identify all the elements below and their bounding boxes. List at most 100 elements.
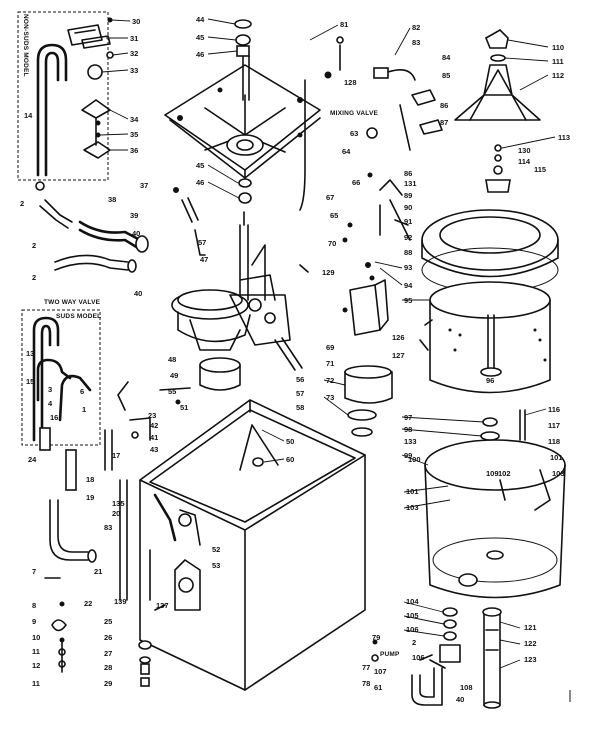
- callout-101a: 101: [550, 453, 563, 462]
- callout-78: 78: [362, 679, 370, 688]
- callout-126: 126: [392, 333, 405, 342]
- callout-26: 26: [104, 633, 112, 642]
- callout-93: 93: [404, 263, 412, 272]
- callout-6: 6: [80, 387, 84, 396]
- callout-117: 117: [548, 421, 560, 430]
- callout-81: 81: [340, 20, 348, 29]
- callout-116: 116: [548, 405, 560, 414]
- callout-61: 61: [374, 683, 382, 692]
- callout-108: 108: [460, 683, 473, 692]
- callout-8: 8: [32, 601, 36, 610]
- callout-139: 139: [114, 597, 127, 606]
- inlet-hoses: [35, 181, 199, 273]
- callout-40b: 40: [134, 289, 142, 298]
- callout-20: 20: [112, 509, 120, 518]
- callout-86b: 86: [404, 169, 412, 178]
- callout-57b: 57: [296, 389, 304, 398]
- callout-51: 51: [180, 403, 188, 412]
- callout-83b: 83: [104, 523, 112, 532]
- callout-40c: 40: [456, 695, 464, 704]
- callout-89: 89: [404, 191, 412, 200]
- callout-104: 104: [406, 597, 419, 606]
- callout-50: 50: [286, 437, 294, 446]
- callout-2c: 2: [32, 273, 36, 282]
- callout-22: 22: [84, 599, 92, 608]
- callout-24: 24: [28, 455, 37, 464]
- callout-33: 33: [130, 66, 138, 75]
- callout-42: 42: [150, 421, 158, 430]
- suds-model-label: SUDS MODEL: [56, 313, 101, 320]
- callout-58: 58: [296, 403, 304, 412]
- callout-32: 32: [130, 49, 138, 58]
- callout-29: 29: [104, 679, 112, 688]
- callout-95: 95: [404, 296, 412, 305]
- callout-69: 69: [326, 343, 334, 352]
- callout-30: 30: [132, 17, 140, 26]
- callout-31: 31: [130, 34, 138, 43]
- callout-84: 84: [442, 53, 451, 62]
- callout-14: 14: [24, 111, 33, 120]
- callout-10: 10: [32, 633, 40, 642]
- callout-23: 23: [148, 411, 156, 420]
- callout-105: 105: [406, 611, 419, 620]
- callout-56: 56: [296, 375, 304, 384]
- two-way-valve-label: TWO WAY VALVE: [44, 299, 101, 306]
- callout-122: 122: [524, 639, 537, 648]
- callout-88: 88: [404, 248, 412, 257]
- cabinet-lower-parts: [119, 479, 201, 687]
- callout-87: 87: [440, 118, 448, 127]
- callout-4: 4: [48, 399, 53, 408]
- callout-73: 73: [326, 393, 334, 402]
- callout-91: 91: [404, 217, 412, 226]
- callout-94: 94: [404, 281, 413, 290]
- callout-137: 137: [156, 601, 169, 610]
- callout-7: 7: [32, 567, 36, 576]
- callout-41: 41: [150, 433, 158, 442]
- callout-52: 52: [212, 545, 220, 554]
- callout-109: 109: [486, 469, 499, 478]
- callout-99: 99: [404, 451, 412, 460]
- callout-16: 16: [50, 413, 58, 422]
- non-suds-model-label: NON-SUDS MODEL: [22, 14, 29, 77]
- callout-121: 121: [524, 623, 537, 632]
- callout-112: 112: [552, 71, 564, 80]
- callout-72: 72: [326, 376, 334, 385]
- callout-90: 90: [404, 203, 412, 212]
- callout-37: 37: [140, 181, 148, 190]
- callout-11a: 11: [32, 647, 40, 656]
- mid-left-parts: [104, 381, 191, 471]
- callout-57: 57: [198, 238, 206, 247]
- callout-103a: 103: [552, 469, 565, 478]
- callout-118: 118: [548, 437, 560, 446]
- suds-model-inset: TWO WAY VALVE SUDS MODEL: [21, 299, 101, 563]
- callout-55: 55: [168, 387, 176, 396]
- callout-71: 71: [326, 359, 334, 368]
- callout-36: 36: [130, 146, 138, 155]
- callout-60: 60: [286, 455, 294, 464]
- callout-28: 28: [104, 663, 112, 672]
- callout-53: 53: [212, 561, 220, 570]
- callout-45: 45: [196, 33, 204, 42]
- callout-numbers: 30 31 32 33 34 35 36 14 44 45 46 81 82 8…: [20, 15, 570, 704]
- callout-48: 48: [168, 355, 176, 364]
- left-hardware: [44, 577, 67, 673]
- callout-114: 114: [518, 157, 531, 166]
- callout-46: 46: [196, 50, 204, 59]
- mixing-valve-assembly: MIXING VALVE: [324, 36, 443, 243]
- callout-101b: 101: [406, 487, 419, 496]
- outer-tub: [424, 409, 566, 599]
- callout-18: 18: [86, 475, 94, 484]
- callout-96: 96: [486, 376, 494, 385]
- callout-27: 27: [104, 649, 112, 658]
- callout-83: 83: [412, 38, 420, 47]
- callout-103b: 103: [406, 503, 419, 512]
- callout-1: 1: [82, 405, 86, 414]
- callout-77: 77: [362, 663, 370, 672]
- drive-plate-assembly: [164, 19, 321, 211]
- callout-107: 107: [374, 667, 387, 676]
- callout-2d: 2: [412, 638, 416, 647]
- callout-40a: 40: [132, 229, 140, 238]
- callout-25: 25: [104, 617, 112, 626]
- callout-39: 39: [130, 211, 138, 220]
- callout-106b: 106: [412, 653, 425, 662]
